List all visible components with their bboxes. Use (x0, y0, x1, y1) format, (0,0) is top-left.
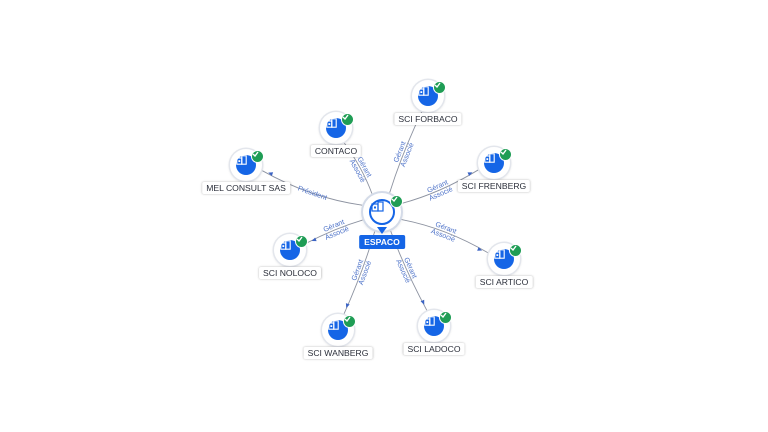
verified-check-icon (499, 148, 512, 161)
edge-label: Président (297, 184, 329, 202)
edge-arrow-icon (477, 247, 483, 251)
building-icon (424, 316, 444, 336)
building-icon (494, 249, 514, 269)
edge-arrow-icon (345, 303, 350, 308)
edge-label: GérantAssocié (430, 219, 460, 244)
verified-check-icon (341, 113, 354, 126)
verified-check-icon (433, 81, 446, 94)
node-label: MEL CONSULT SAS (202, 182, 290, 194)
edge-sci-noloco (305, 219, 363, 244)
verified-check-icon (295, 235, 308, 248)
verified-check-icon (509, 244, 522, 257)
building-icon (328, 320, 348, 340)
node-label: ESPACO (359, 235, 405, 249)
edge-label: GérantAssocié (349, 257, 374, 287)
edge-label: GérantAssocié (348, 154, 375, 184)
edge-label: GérantAssocié (391, 138, 416, 168)
node-label: SCI LADOCO (403, 343, 465, 355)
edge-arrow-icon (420, 299, 425, 305)
edge-label: GérantAssocié (394, 254, 420, 284)
building-icon (326, 118, 346, 138)
verified-check-icon (390, 195, 403, 208)
building-icon (280, 240, 300, 260)
building-icon (484, 153, 504, 173)
location-pin-icon (377, 227, 387, 234)
edge-arrow-icon (467, 172, 473, 177)
verified-check-icon (251, 150, 264, 163)
edge-arrow-icon (311, 237, 317, 242)
edge-sci-frenberg (401, 169, 479, 205)
node-label: SCI FRENBERG (457, 180, 531, 192)
edge-label: GérantAssocié (320, 216, 350, 241)
node-label: SCI FORBACO (394, 113, 462, 125)
node-label: SCI WANBERG (303, 347, 373, 359)
edge-label-line: Président (297, 184, 329, 202)
node-label: SCI ARTICO (475, 276, 533, 288)
node-label: CONTACO (310, 145, 362, 157)
verified-check-icon (343, 315, 356, 328)
building-icon (369, 199, 395, 225)
building-icon (418, 86, 438, 106)
building-icon (236, 155, 256, 175)
edge-sci-artico (401, 219, 489, 254)
node-label: SCI NOLOCO (259, 267, 321, 279)
verified-check-icon (439, 311, 452, 324)
edge-arrow-icon (268, 172, 274, 177)
edge-mel-consult-sas (261, 170, 363, 206)
edge-label: GérantAssocié (424, 177, 454, 203)
